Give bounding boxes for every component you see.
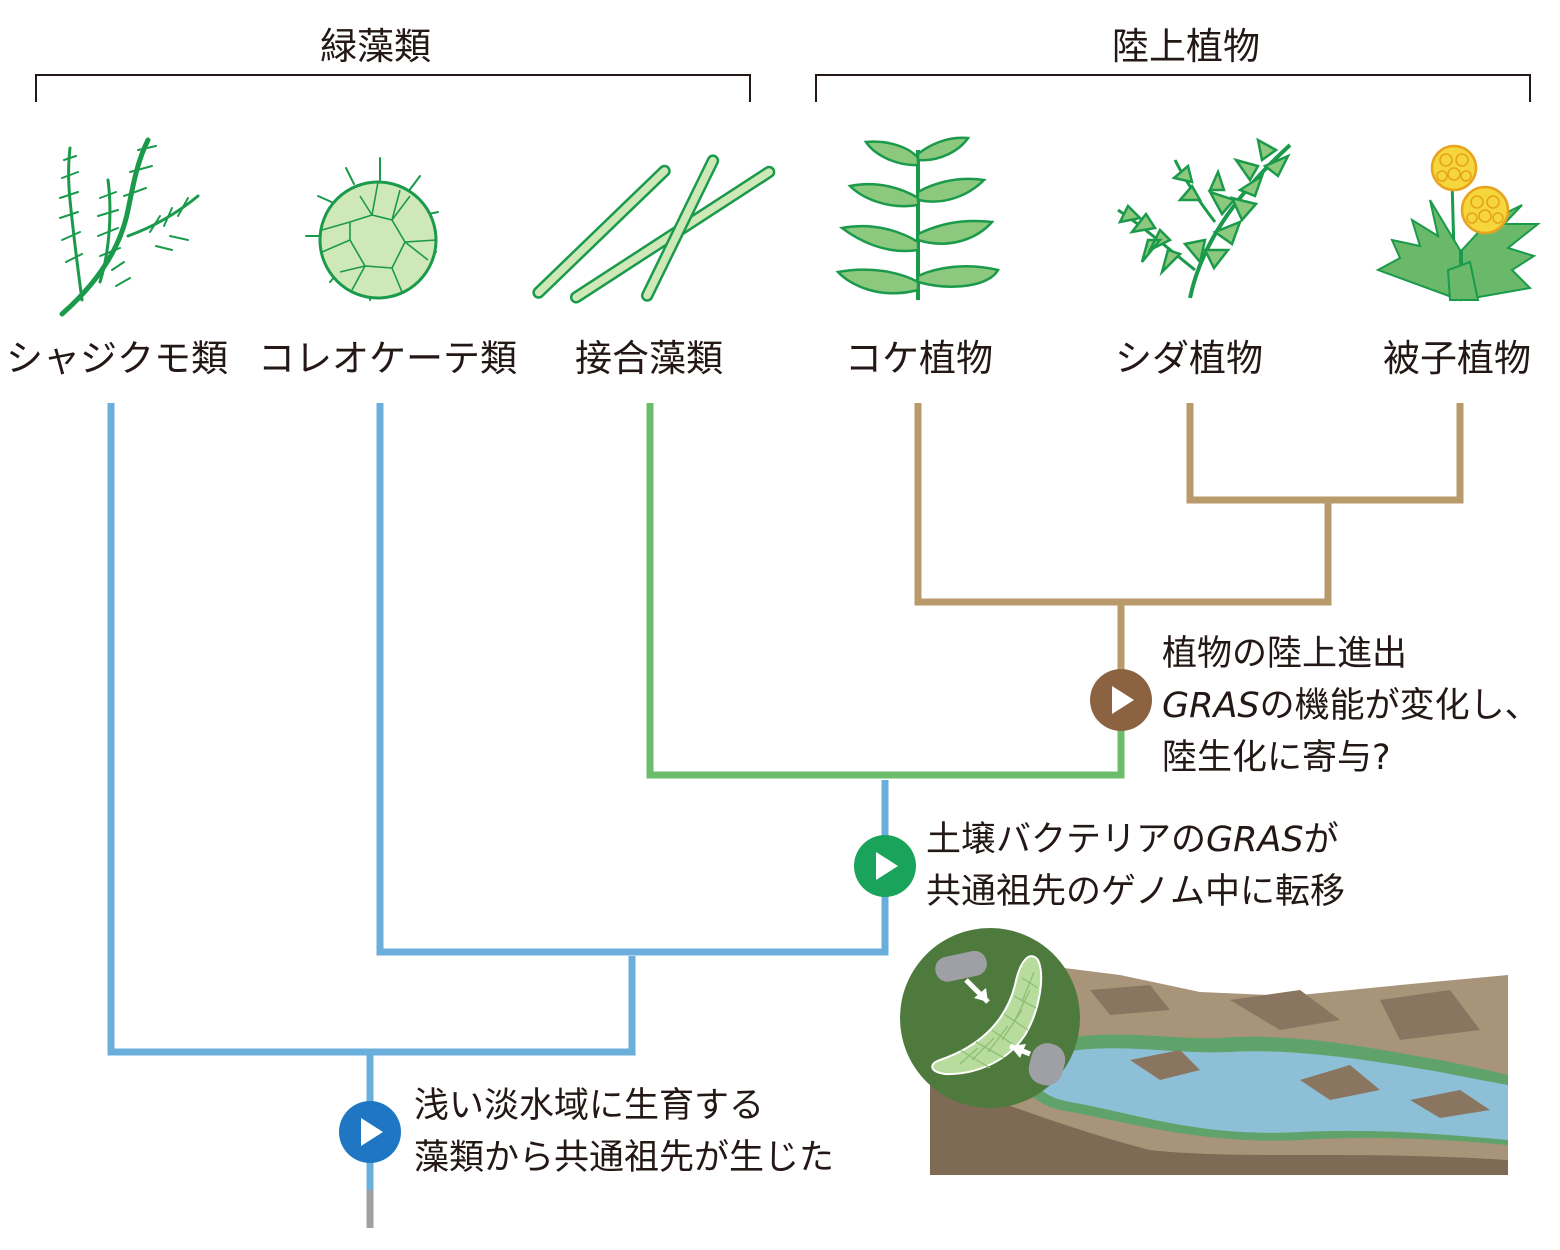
gras-gene-name: GRAS — [1206, 820, 1304, 860]
hgt-event-annotation: 土壌バクテリアのGRASが 共通祖先のゲノム中に転移 — [926, 814, 1345, 918]
hgt-line2: 共通祖先のゲノム中に転移 — [926, 872, 1345, 912]
fern-icon — [1117, 137, 1292, 299]
taxon-label-angiosperm: 被子植物 — [1383, 337, 1531, 380]
origin-event-annotation: 浅い淡水域に生育する 藻類から共通祖先が生じた — [414, 1080, 834, 1184]
branch-coleochaete — [376, 403, 889, 956]
land-line1: 植物の陸上進出 — [1162, 634, 1408, 674]
land-marker[interactable] — [1090, 669, 1152, 731]
taxon-label-moss: コケ植物 — [845, 337, 993, 380]
branch-fern-angiosperm — [1186, 403, 1464, 504]
land-line2: GRASの機能が変化し、 — [1162, 686, 1540, 726]
land-event-annotation: 植物の陸上進出 GRASの機能が変化し、 陸生化に寄与? — [1162, 628, 1540, 784]
play-icon — [1112, 686, 1134, 714]
charophyte-stonewort-icon — [59, 137, 200, 317]
play-icon — [876, 852, 898, 880]
gras-gene-name: GRAS — [1162, 686, 1260, 726]
land-line3: 陸生化に寄与? — [1162, 738, 1391, 778]
dandelion-flower-icon — [1375, 144, 1541, 302]
branch-zygnematophyte — [646, 403, 1125, 779]
moss-icon — [835, 136, 1000, 300]
green-algae-bracket — [35, 74, 751, 102]
coleochaete-disc-icon — [305, 157, 439, 301]
filamentous-algae-icon — [532, 154, 776, 304]
origin-line2: 藻類から共通祖先が生じた — [414, 1138, 835, 1178]
taxon-label-fern: シダ植物 — [1115, 337, 1263, 380]
taxon-label-charophyte: シャジクモ類 — [6, 337, 228, 380]
soil-landscape-illustration — [900, 928, 1508, 1175]
play-icon — [361, 1118, 383, 1146]
group-label-green-algae: 緑藻類 — [320, 25, 431, 68]
hgt-marker[interactable] — [854, 835, 916, 897]
hgt-line1: 土壌バクテリアのGRASが — [926, 820, 1339, 860]
taxon-label-zygnematophyte: 接合藻類 — [575, 337, 723, 380]
land-plants-bracket — [815, 74, 1531, 102]
taxon-label-coleochaete: コレオケーテ類 — [258, 337, 517, 380]
origin-line1: 浅い淡水域に生育する — [414, 1086, 765, 1126]
origin-marker[interactable] — [339, 1101, 401, 1163]
group-label-land-plants: 陸上植物 — [1112, 25, 1260, 68]
